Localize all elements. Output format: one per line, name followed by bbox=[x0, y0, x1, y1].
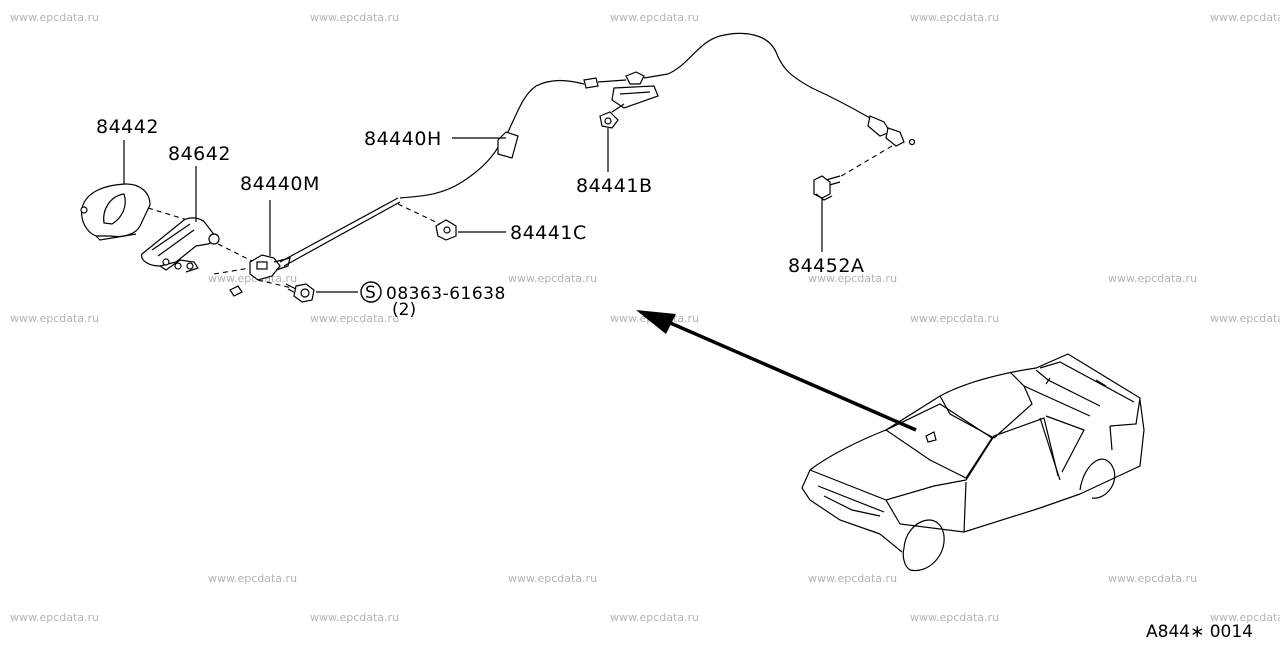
screw-code-symbol: S bbox=[360, 281, 382, 303]
label-84442[interactable]: 84442 bbox=[96, 116, 159, 138]
part-screw-08363-61638[interactable] bbox=[285, 283, 315, 303]
watermark: www.epcdata.ru bbox=[910, 611, 999, 624]
watermark: www.epcdata.ru bbox=[10, 611, 99, 624]
label-84642[interactable]: 84642 bbox=[168, 143, 231, 165]
watermark: www.epcdata.ru bbox=[10, 312, 99, 325]
watermark: www.epcdata.ru bbox=[1210, 11, 1280, 24]
label-screw-code[interactable]: 08363-61638 bbox=[386, 284, 506, 304]
dashed-guide bbox=[213, 267, 251, 275]
label-84441B[interactable]: 84441B bbox=[576, 175, 652, 197]
watermark: www.epcdata.ru bbox=[1108, 272, 1197, 285]
watermark: www.epcdata.ru bbox=[310, 611, 399, 624]
label-84440H[interactable]: 84440H bbox=[364, 128, 442, 150]
part-84642-handle[interactable] bbox=[141, 217, 220, 273]
watermark: www.epcdata.ru bbox=[910, 11, 999, 24]
watermark: www.epcdata.ru bbox=[310, 312, 399, 325]
watermark: www.epcdata.ru bbox=[208, 272, 297, 285]
dashed-guide bbox=[837, 145, 893, 179]
watermark: www.epcdata.ru bbox=[1108, 572, 1197, 585]
watermark: www.epcdata.ru bbox=[910, 312, 999, 325]
watermark: www.epcdata.ru bbox=[610, 611, 699, 624]
watermark: www.epcdata.ru bbox=[1210, 312, 1280, 325]
location-arrow bbox=[636, 310, 917, 432]
watermark: www.epcdata.ru bbox=[310, 11, 399, 24]
part-84441C-clip[interactable] bbox=[435, 219, 457, 241]
dashed-guide bbox=[217, 243, 255, 263]
label-84441C[interactable]: 84441C bbox=[510, 222, 587, 244]
part-84440M-lever[interactable] bbox=[229, 254, 291, 297]
watermark: www.epcdata.ru bbox=[10, 11, 99, 24]
watermark: www.epcdata.ru bbox=[508, 572, 597, 585]
label-screw-qty: (2) bbox=[392, 300, 416, 320]
watermark: www.epcdata.ru bbox=[1210, 611, 1280, 624]
watermark: www.epcdata.ru bbox=[208, 572, 297, 585]
watermark: www.epcdata.ru bbox=[508, 272, 597, 285]
part-84442-cover[interactable] bbox=[80, 183, 151, 241]
part-84440H-cable[interactable] bbox=[279, 32, 916, 267]
screw-symbol: S bbox=[365, 283, 376, 303]
label-84452A[interactable]: 84452A bbox=[788, 255, 864, 277]
diagram-code: A844∗ 0014 bbox=[1146, 622, 1253, 640]
watermark: www.epcdata.ru bbox=[610, 11, 699, 24]
label-84440M[interactable]: 84440M bbox=[240, 173, 320, 195]
part-84452A-bolt[interactable] bbox=[813, 175, 841, 201]
dashed-guide bbox=[397, 203, 441, 225]
watermark-layer: www.epcdata.ru www.epcdata.ru www.epcdat… bbox=[10, 11, 1280, 624]
dashed-guide bbox=[257, 279, 293, 289]
watermark: www.epcdata.ru bbox=[808, 572, 897, 585]
vehicle-outline bbox=[801, 353, 1145, 572]
part-84441B-clamp[interactable] bbox=[599, 85, 659, 129]
watermark: www.epcdata.ru bbox=[808, 272, 897, 285]
